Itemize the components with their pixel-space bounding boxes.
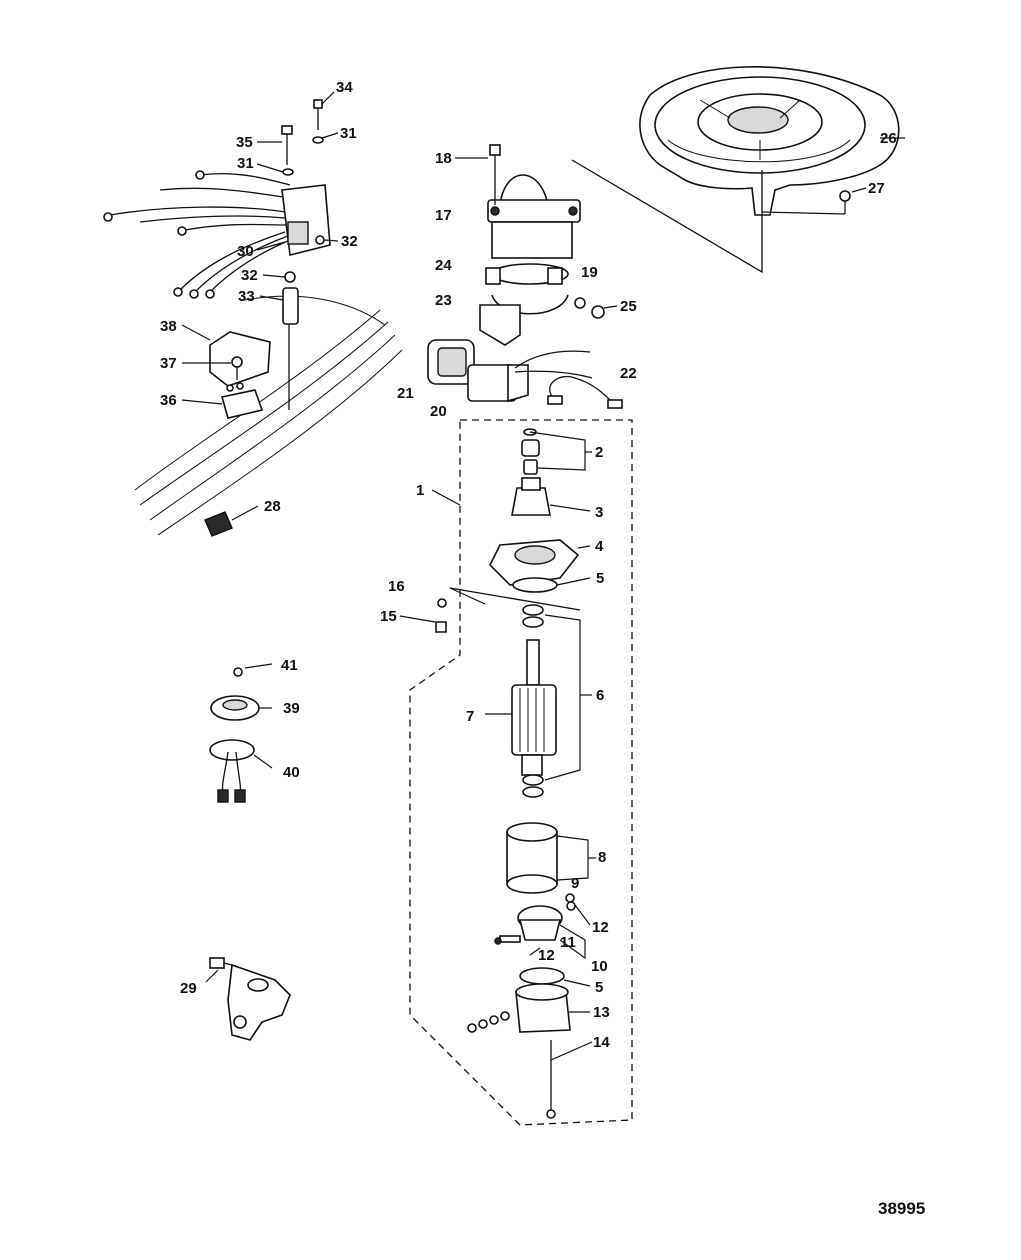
callout-28: 28	[264, 498, 281, 515]
callout-3: 3	[595, 504, 603, 521]
battery-cable-22	[547, 375, 623, 409]
callout-36: 36	[160, 392, 177, 409]
starter-housing-cap	[487, 174, 581, 259]
callout-41: 41	[281, 657, 298, 674]
callout-33: 33	[238, 288, 255, 305]
callout-34: 34	[336, 79, 353, 96]
callout-12-right: 12	[592, 919, 609, 936]
callout-30: 30	[237, 243, 254, 260]
callout-19: 19	[581, 264, 598, 281]
diagram-reference-number: 38995	[878, 1199, 925, 1218]
flywheel-cover	[639, 66, 905, 216]
callout-6: 6	[596, 687, 604, 704]
callout-8: 8	[598, 849, 606, 866]
bolt-34	[313, 91, 335, 130]
callout-15: 15	[380, 608, 397, 625]
callout-39: 39	[283, 700, 300, 717]
callout-20: 20	[430, 403, 447, 420]
callout-16: 16	[388, 578, 405, 595]
callout-4: 4	[595, 538, 604, 555]
bolt-35	[257, 125, 293, 165]
callout-14: 14	[593, 1034, 610, 1051]
callout-21: 21	[397, 385, 414, 402]
wiring-harness	[103, 170, 291, 299]
callout-7: 7	[466, 708, 474, 725]
callout-2: 2	[595, 444, 603, 461]
rubber-boot-21	[427, 339, 475, 385]
callout-13: 13	[593, 1004, 610, 1021]
screw-41	[233, 663, 273, 677]
callout-29: 29	[180, 980, 197, 997]
starter-clamp	[485, 263, 569, 315]
callout-1: 1	[416, 482, 424, 499]
callout-40: 40	[283, 764, 300, 781]
screw-37	[182, 356, 243, 380]
callout-9: 9	[571, 875, 579, 892]
callout-18: 18	[435, 150, 452, 167]
callout-38: 38	[160, 318, 177, 335]
grommet-28	[204, 505, 259, 537]
disk-39	[210, 695, 272, 721]
cover-screw	[839, 187, 867, 214]
bracket-29	[205, 957, 291, 1041]
callout-31-left: 31	[237, 155, 254, 172]
callout-10: 10	[591, 958, 608, 975]
relay-38	[181, 324, 271, 387]
callout-31-top: 31	[340, 125, 357, 142]
callout-32-left: 32	[241, 267, 258, 284]
spacer-33	[259, 287, 299, 325]
lock-washer-19	[574, 297, 586, 309]
callout-37: 37	[160, 355, 177, 372]
callout-35: 35	[236, 134, 253, 151]
callout-22: 22	[620, 365, 637, 382]
callout-5-upper: 5	[596, 570, 604, 587]
plate-40	[209, 739, 273, 803]
terminal-block-30	[281, 184, 331, 256]
callout-24: 24	[435, 257, 452, 274]
callout-27: 27	[868, 180, 885, 197]
callout-23: 23	[435, 292, 452, 309]
callout-17: 17	[435, 207, 452, 224]
mounting-bolt-18	[455, 144, 501, 205]
starter-assembly-boundary	[409, 419, 633, 1126]
callout-25: 25	[620, 298, 637, 315]
callout-5-lower: 5	[595, 979, 603, 996]
screw-25	[591, 305, 618, 319]
callout-11: 11	[560, 934, 576, 951]
clamp-bracket	[479, 304, 521, 346]
cover-connection-line	[571, 159, 763, 274]
callout-26: 26	[880, 130, 897, 147]
switch-36	[181, 382, 264, 419]
starter-motor-stack	[467, 428, 580, 1119]
callout-32-right: 32	[341, 233, 358, 250]
starter-solenoid-20	[467, 350, 593, 403]
callout-12-left: 12	[538, 947, 555, 964]
